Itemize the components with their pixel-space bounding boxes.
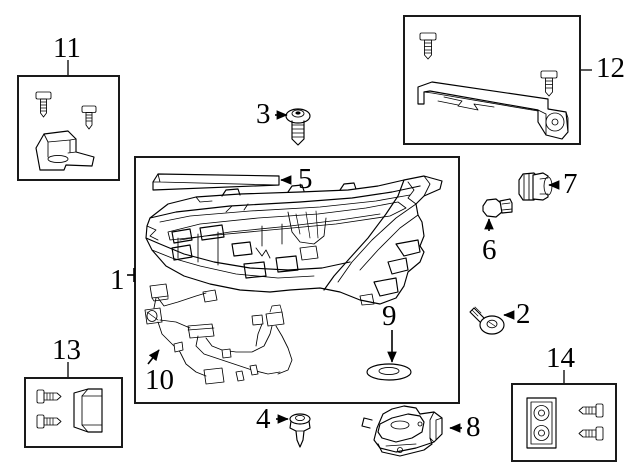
group-box-11 <box>17 75 120 181</box>
callout-1: 1 <box>110 264 125 296</box>
group-box-12 <box>403 15 581 145</box>
callout-10: 10 <box>145 364 174 396</box>
group-box-14 <box>511 383 617 462</box>
leader-1 <box>127 268 135 282</box>
callout-2: 2 <box>516 298 531 330</box>
callout-3: 3 <box>256 98 271 130</box>
callout-7: 7 <box>563 168 578 200</box>
callout-4: 4 <box>256 403 271 435</box>
part-bolt-2 <box>469 306 505 335</box>
part-actuator-8 <box>361 405 443 457</box>
callout-11: 11 <box>53 32 81 64</box>
part-screw-3 <box>285 108 311 146</box>
part-clip-4 <box>289 413 311 448</box>
callout-12: 12 <box>596 52 625 84</box>
callout-5: 5 <box>298 163 313 195</box>
callout-14: 14 <box>546 342 575 374</box>
callout-9: 9 <box>382 300 397 332</box>
part-socket-7 <box>518 172 553 201</box>
callout-13: 13 <box>52 334 81 366</box>
callout-6: 6 <box>482 234 497 266</box>
group-box-main-assembly <box>134 156 460 404</box>
group-box-13 <box>24 377 123 448</box>
callout-8: 8 <box>466 411 481 443</box>
part-socket-6 <box>482 198 513 218</box>
